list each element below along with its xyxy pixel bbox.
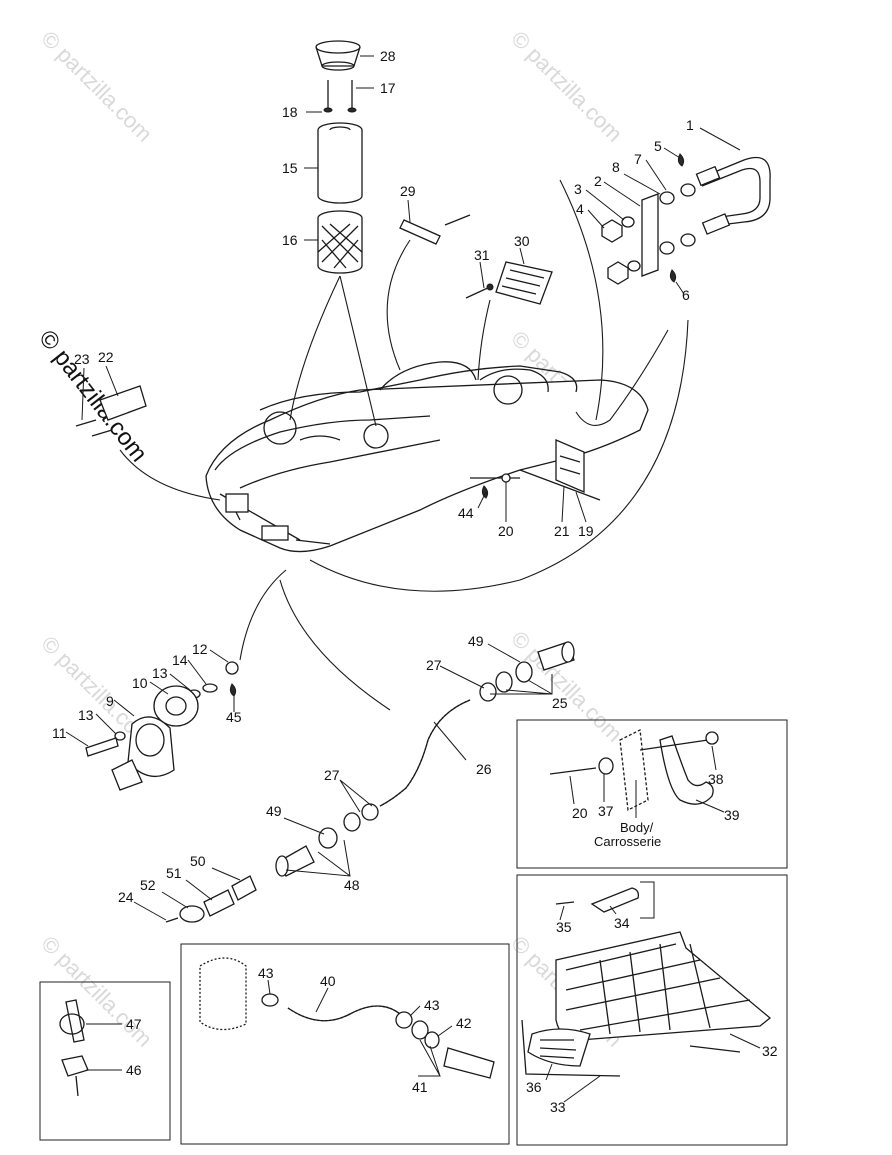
callout-label-13-b: 13 — [78, 707, 94, 723]
callout-label-5: 5 — [654, 138, 662, 154]
callout-label-8: 8 — [612, 159, 620, 175]
callout-label-32: 32 — [762, 1043, 778, 1059]
callout-label-16: 16 — [282, 232, 298, 248]
callout-label-21: 21 — [554, 523, 570, 539]
callout-label-6: 6 — [682, 287, 690, 303]
callout-label-38: 38 — [708, 771, 724, 787]
callout-label-30: 30 — [514, 233, 530, 249]
callout-label-50: 50 — [190, 853, 206, 869]
callout-label-20-b: 20 — [572, 805, 588, 821]
inset-box-bumper — [516, 719, 788, 869]
callout-label-36: 36 — [526, 1079, 542, 1095]
callout-label-45: 45 — [226, 709, 242, 725]
callout-label-10: 10 — [132, 675, 148, 691]
callout-label-27: 27 — [426, 657, 442, 673]
grate-inset-group — [521, 887, 772, 1077]
callout-label-28: 28 — [380, 48, 396, 64]
callout-label-37: 37 — [598, 803, 614, 819]
callout-label-14: 14 — [172, 652, 188, 668]
callout-label-29: 29 — [400, 183, 416, 199]
callout-label-19: 19 — [578, 523, 594, 539]
callout-label-52: 52 — [140, 877, 156, 893]
callout-label-13: 13 — [152, 665, 168, 681]
callout-label-24: 24 — [118, 889, 134, 905]
bumper-inset-group — [549, 729, 719, 811]
callout-label-18: 18 — [282, 104, 298, 120]
watercraft-hull — [205, 361, 649, 553]
callout-label-27-b: 27 — [324, 767, 340, 783]
callout-label-46: 46 — [126, 1062, 142, 1078]
drain-plug-group — [85, 661, 239, 791]
watermark-text: © partzilla.com — [36, 26, 157, 147]
callout-label-11: 11 — [52, 725, 67, 741]
body-note-line1: Body/ — [620, 820, 654, 835]
rear-bracket-group — [75, 385, 147, 437]
inset-box-clamps — [39, 981, 171, 1141]
callout-label-7: 7 — [634, 151, 642, 167]
leader-lines — [65, 55, 761, 1103]
callout-label-1: 1 — [686, 117, 694, 133]
callout-label-35: 35 — [556, 919, 572, 935]
callout-label-43-b: 43 — [424, 997, 440, 1013]
assembly-leaders — [119, 179, 689, 711]
callout-label-22: 22 — [98, 349, 114, 365]
callout-label-40: 40 — [320, 973, 336, 989]
callout-label-48: 48 — [344, 877, 360, 893]
callout-label-41: 41 — [412, 1079, 428, 1095]
inset-box-pump-hose — [180, 943, 510, 1145]
clamps-inset-group — [59, 999, 89, 1097]
callout-label-23: 23 — [74, 351, 90, 367]
callout-label-49: 49 — [468, 633, 484, 649]
callout-label-47: 47 — [126, 1016, 142, 1032]
callout-label-3: 3 — [574, 181, 582, 197]
callout-label-9: 9 — [106, 693, 114, 709]
handle-hardware-group — [601, 153, 771, 285]
callout-label-31: 31 — [474, 247, 490, 263]
callout-label-44: 44 — [458, 505, 474, 521]
watermark-text: © partzilla.com — [36, 931, 157, 1052]
callout-label-42: 42 — [456, 1015, 472, 1031]
pump-hose-inset-group — [199, 957, 495, 1079]
seat-parts-group — [399, 214, 553, 305]
callout-label-26: 26 — [476, 761, 492, 777]
callout-label-12: 12 — [192, 641, 208, 657]
callout-label-34: 34 — [614, 915, 630, 931]
callout-label-49-b: 49 — [266, 803, 282, 819]
callout-label-15: 15 — [282, 160, 298, 176]
callout-label-25: 25 — [552, 695, 568, 711]
callout-label-20: 20 — [498, 523, 514, 539]
inset-box-grate — [516, 874, 788, 1146]
callout-label-39: 39 — [724, 807, 740, 823]
body-note-line2: Carrosserie — [594, 834, 661, 849]
watermark-text: © partzilla.com — [506, 26, 627, 147]
callout-label-2: 2 — [594, 173, 602, 189]
callout-label-17: 17 — [380, 80, 396, 96]
callout-label-43: 43 — [258, 965, 274, 981]
callout-label-33: 33 — [550, 1099, 566, 1115]
storage-bin-group — [315, 40, 363, 274]
hose-assembly-group — [165, 641, 575, 923]
callout-label-51: 51 — [166, 865, 182, 881]
callout-label-4: 4 — [576, 201, 584, 217]
callout-labels: 28 17 18 15 16 29 30 31 1 5 7 8 2 3 4 6 … — [52, 48, 778, 1115]
